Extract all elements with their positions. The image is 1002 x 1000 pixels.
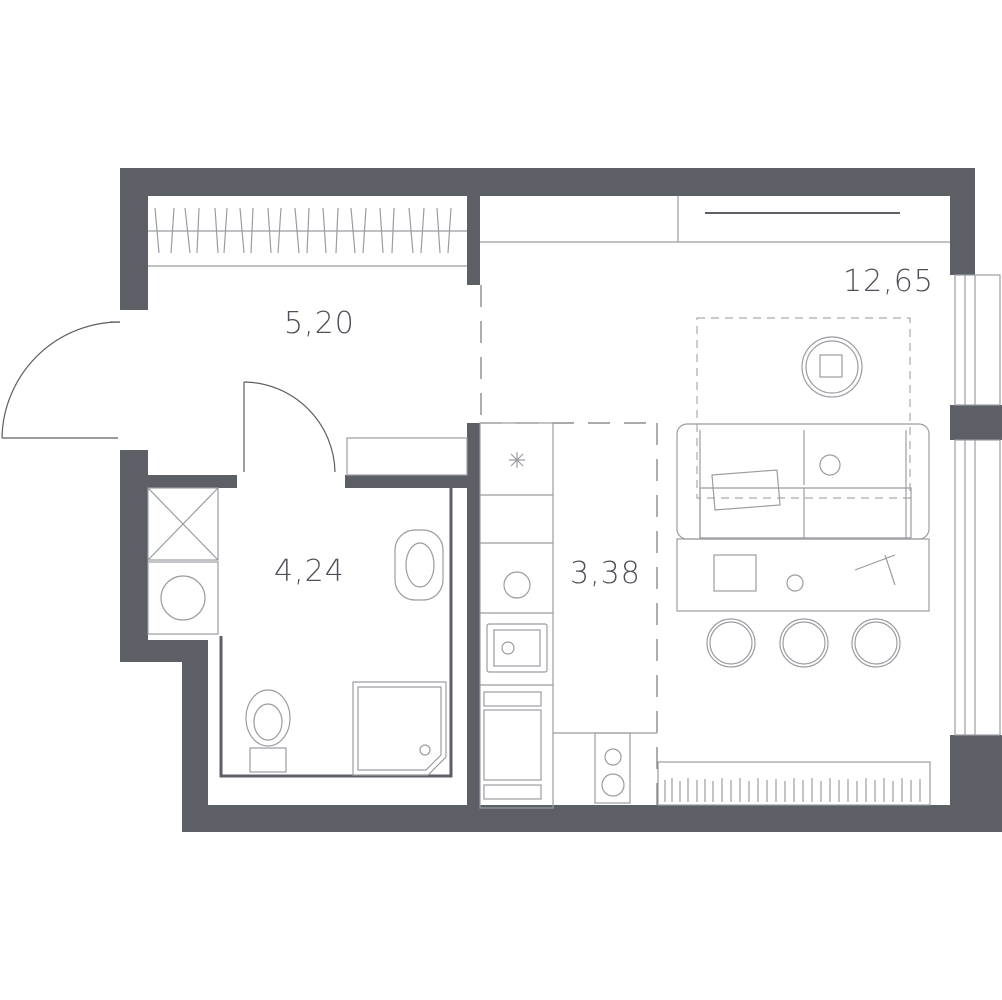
wall-left-upper: [120, 168, 148, 310]
kitchen-units: [479, 422, 657, 809]
shaft: [147, 487, 219, 561]
wall-bath-left: [148, 475, 237, 488]
entrance-door: [1, 321, 121, 439]
fixtures: [1, 196, 1001, 809]
zone-dividers: [480, 285, 911, 805]
wall-top: [120, 168, 975, 196]
shower-tray: [352, 681, 447, 776]
desk: [676, 538, 930, 612]
window-upper: [954, 274, 1001, 406]
bookshelf: [657, 761, 931, 806]
washing-machine: [147, 561, 219, 635]
wall-bottom: [182, 805, 975, 832]
toilet: [245, 689, 291, 773]
bathroom-sink: [394, 529, 444, 601]
hall-shelf: [346, 437, 468, 476]
window-lower: [954, 439, 1001, 736]
bathroom-inner: [219, 488, 453, 778]
room-area-kitchen: 3,38: [570, 556, 641, 591]
bathroom-door: [243, 381, 336, 473]
tv-cabinet: [480, 196, 950, 243]
wall-bath-right: [345, 475, 467, 488]
wall-partition-lower: [467, 423, 480, 805]
walls: [120, 168, 1002, 832]
wall-partition-upper: [467, 196, 480, 285]
room-area-living-room: 12,65: [843, 264, 934, 299]
room-area-hallway: 5,20: [284, 306, 355, 341]
wall-right-mid: [950, 405, 1002, 440]
room-area-bathroom: 4,24: [274, 554, 345, 589]
wall-left-step-vertical: [182, 640, 208, 832]
coffee-table: [801, 336, 863, 398]
wall-left-lower: [120, 450, 148, 662]
wardrobe: [148, 207, 467, 267]
sofa: [676, 423, 930, 540]
wall-right-top: [950, 168, 975, 275]
stools: [706, 618, 901, 668]
wall-right-bottom: [950, 735, 1002, 832]
